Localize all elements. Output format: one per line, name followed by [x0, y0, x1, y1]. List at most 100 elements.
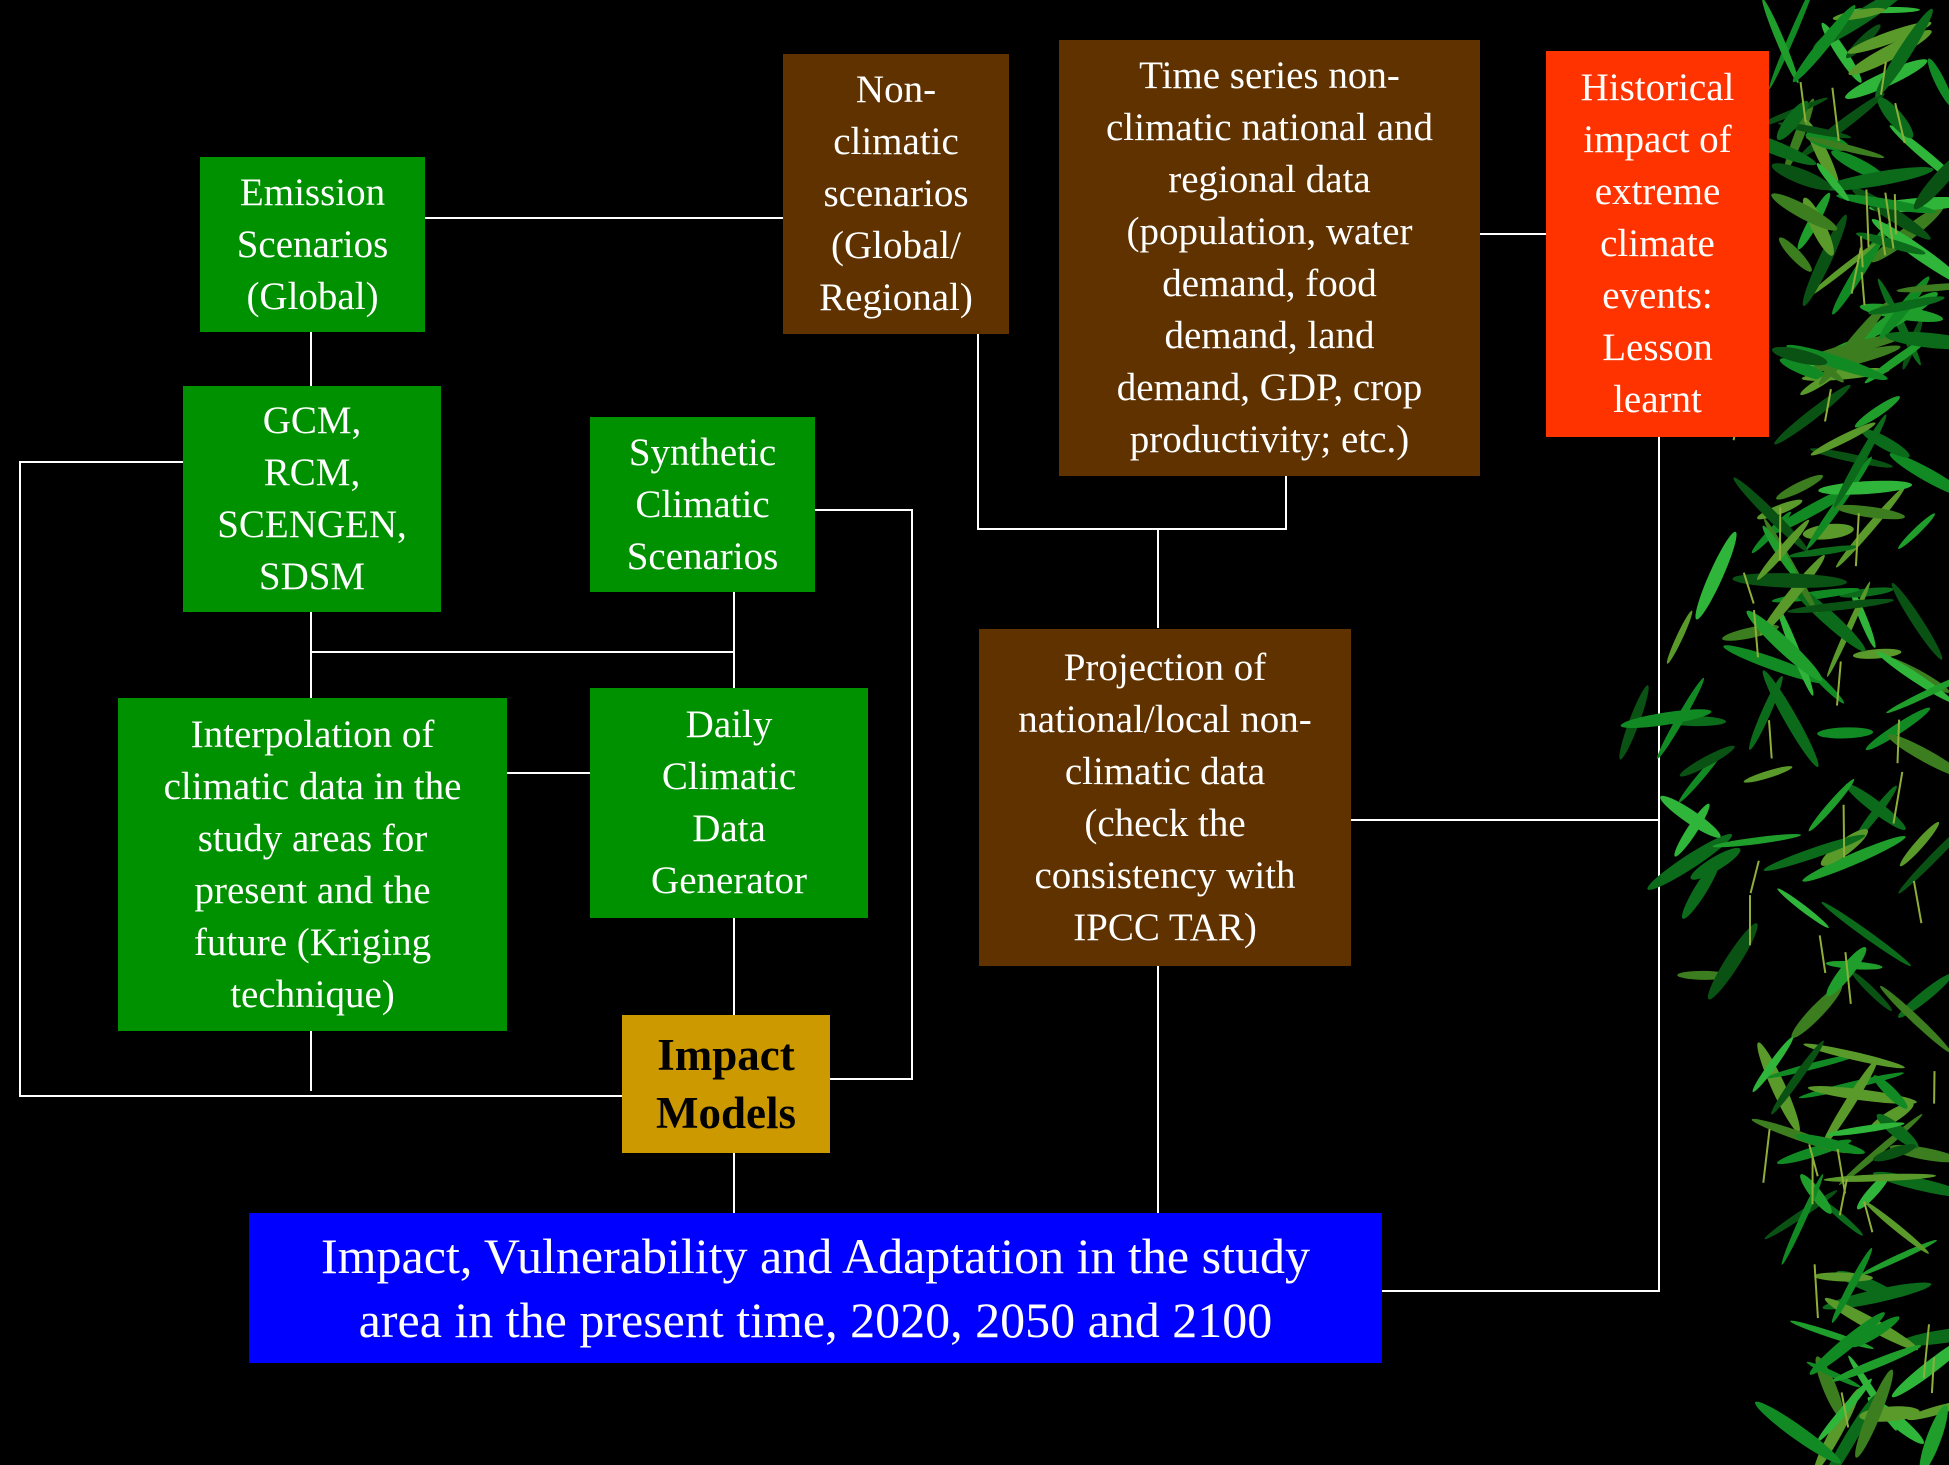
bamboo-leaf	[1805, 136, 1885, 158]
bamboo-leaf	[1898, 513, 1936, 549]
bamboo-leaf	[1872, 1144, 1917, 1162]
bamboo-leaf	[1764, 1190, 1838, 1240]
bamboo-leaf	[1817, 727, 1874, 739]
bamboo-leaf	[1809, 1312, 1885, 1375]
bamboo-leaf	[1806, 1361, 1861, 1388]
bamboo-leaf	[1860, 1239, 1937, 1276]
bamboo-leaf	[1891, 582, 1943, 660]
bamboo-leaf	[1831, 150, 1886, 181]
bamboo-stem	[1813, 1264, 1819, 1319]
bamboo-leaf	[1821, 1058, 1879, 1148]
bamboo-stem	[1892, 771, 1904, 824]
impact-vulnerability-adaptation-box: Impact, Vulnerability and Adaptation in …	[249, 1213, 1382, 1363]
bamboo-leaf	[1788, 545, 1858, 558]
bamboo-leaf	[1620, 709, 1712, 728]
bamboo-leaf	[1768, 0, 1815, 90]
bamboo-stem	[1836, 1148, 1847, 1194]
bamboo-stem	[1842, 804, 1846, 858]
bamboo-leaf	[1822, 1282, 1932, 1310]
bamboo-leaf	[1777, 888, 1829, 928]
connector	[977, 334, 1287, 530]
bamboo-leaf	[1806, 456, 1872, 550]
bamboo-leaf	[1776, 100, 1809, 141]
bamboo-leaf	[1823, 1173, 1936, 1182]
bamboo-stem	[1840, 1392, 1850, 1428]
bamboo-leaf	[1898, 816, 1949, 894]
bamboo-leaf	[1913, 151, 1949, 210]
time-series-data-box: Time series non- climatic national and r…	[1059, 40, 1480, 476]
bamboo-leaf	[1856, 232, 1926, 255]
bamboo-leaf	[1864, 334, 1933, 384]
bamboo-leaf	[1774, 384, 1851, 445]
bamboo-leaf	[1832, 1345, 1922, 1382]
bamboo-leaf	[1847, 21, 1932, 54]
bamboo-leaf	[1876, 1113, 1919, 1149]
bamboo-stem	[1930, 1357, 1935, 1394]
bamboo-stem	[1844, 951, 1852, 1005]
bamboo-leaf	[1886, 670, 1949, 714]
bamboo-stem	[1742, 572, 1755, 604]
bamboo-stem	[1838, 1178, 1848, 1216]
gcm-rcm-box: GCM, RCM, SCENGEN, SDSM	[183, 386, 441, 612]
bamboo-leaf	[1899, 1327, 1949, 1346]
bamboo-leaf	[1681, 859, 1720, 919]
bamboo-leaf	[1873, 1075, 1908, 1109]
emission-scenarios-box: Emission Scenarios (Global)	[200, 157, 425, 332]
connector	[815, 509, 913, 1080]
historical-impact-box: Historical impact of extreme climate eve…	[1546, 51, 1769, 437]
bamboo-leaf	[1757, 519, 1810, 580]
bamboo-leaf	[1743, 766, 1793, 783]
bamboo-leaf	[1877, 97, 1914, 139]
bamboo-leaf	[1666, 610, 1693, 664]
non-climatic-scenarios-box: Non- climatic scenarios (Global/ Regiona…	[783, 54, 1009, 334]
connector	[19, 461, 622, 1097]
bamboo-leaf	[1826, 946, 1867, 997]
bamboo-leaf	[1864, 1201, 1929, 1254]
bamboo-leaf	[1821, 1200, 1863, 1236]
bamboo-leaf	[1779, 358, 1830, 381]
bamboo-leaf	[1778, 237, 1812, 272]
bamboo-stem	[1749, 860, 1760, 894]
bamboo-leaf	[1854, 396, 1900, 428]
bamboo-leaf	[1732, 573, 1847, 588]
bamboo-leaf	[1852, 1316, 1900, 1348]
bamboo-leaf	[1919, 1405, 1948, 1465]
bamboo-leaf	[1880, 985, 1949, 1053]
bamboo-stem	[1884, 192, 1895, 249]
bamboo-leaf	[1854, 785, 1897, 842]
bamboo-leaf	[1896, 282, 1949, 293]
bamboo-leaf	[1802, 835, 1906, 882]
bamboo-leaf	[1831, 1247, 1873, 1323]
bamboo-stem	[1799, 81, 1807, 123]
bamboo-leaf	[1763, 834, 1866, 871]
bamboo-stem	[1768, 720, 1773, 759]
bamboo-stem	[1863, 1201, 1874, 1233]
bamboo-leaf	[1816, 163, 1849, 201]
bamboo-stem	[1831, 87, 1840, 142]
bamboo-leaf	[1833, 414, 1887, 508]
bamboo-leaf	[1810, 422, 1876, 456]
bamboo-stem	[1860, 236, 1864, 268]
bamboo-leaf	[1767, 482, 1861, 535]
bamboo-leaf	[1825, 1122, 1905, 1136]
bamboo-leaf	[1647, 833, 1733, 890]
bamboo-leaf	[1762, 0, 1799, 84]
bamboo-leaf	[1899, 821, 1940, 867]
bamboo-leaf	[1712, 834, 1802, 848]
bamboo-stem	[1824, 389, 1832, 422]
bamboo-stem	[1818, 935, 1827, 974]
bamboo-stem	[1893, 194, 1897, 235]
bamboo-leaf	[1802, 214, 1847, 307]
bamboo-leaf	[1787, 598, 1894, 613]
bamboo-leaf	[1889, 453, 1949, 498]
bamboo-stem	[1860, 272, 1866, 306]
bamboo-leaf	[1887, 734, 1949, 778]
bamboo-leaf	[1871, 205, 1944, 263]
bamboo-leaf	[1795, 1134, 1865, 1155]
bamboo-leaf	[1695, 531, 1737, 620]
bamboo-leaf	[1771, 1040, 1824, 1115]
bamboo-stem	[1753, 610, 1759, 658]
interpolation-box: Interpolation of climatic data in the st…	[118, 698, 507, 1031]
daily-climatic-data-generator-box: Daily Climatic Data Generator	[590, 688, 868, 918]
bamboo-stem	[1850, 247, 1862, 294]
